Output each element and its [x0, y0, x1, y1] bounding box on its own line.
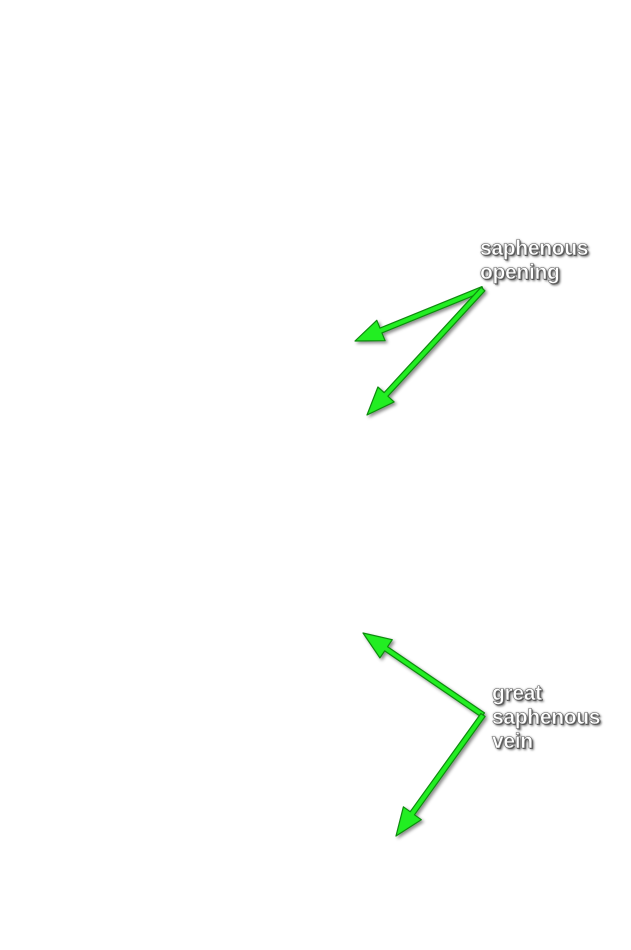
label-line: vein — [492, 730, 534, 754]
arrow-saphenous-opening-down — [366, 286, 486, 416]
label-line: great — [492, 682, 543, 706]
label-saphenous-opening: saphenous opening — [480, 237, 589, 285]
label-line: opening — [480, 261, 560, 285]
label-line: saphenous — [480, 237, 589, 261]
label-line: saphenous — [492, 706, 601, 730]
label-great-saphenous-vein: great saphenous vein — [492, 682, 601, 754]
arrow-great-saphenous-vein-up — [362, 632, 486, 718]
arrow-group — [354, 286, 486, 837]
arrow-great-saphenous-vein-down — [395, 712, 486, 837]
arrow-saphenous-opening-left — [354, 286, 485, 342]
